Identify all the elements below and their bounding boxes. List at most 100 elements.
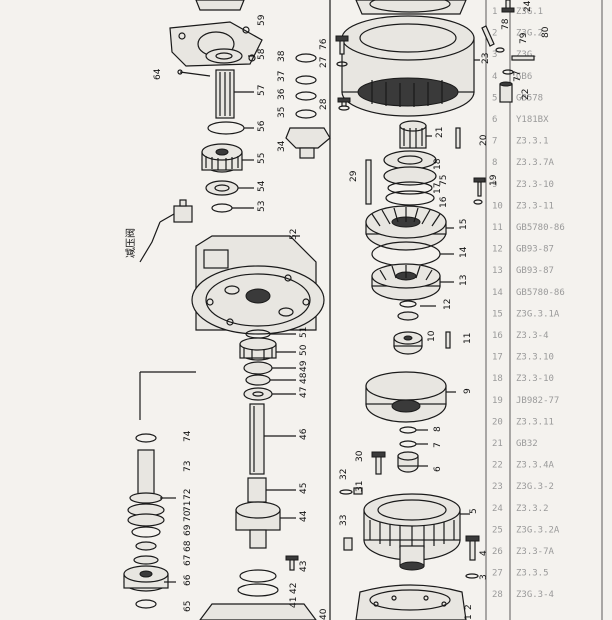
callout-33: 33 xyxy=(339,515,349,526)
callout-20: 20 xyxy=(479,134,489,146)
bg-table-index: 24 xyxy=(492,504,503,514)
key-78 xyxy=(481,25,495,47)
callout-72: 72 xyxy=(183,489,193,500)
shaft-46 xyxy=(249,403,265,475)
main-housing-52 xyxy=(191,235,325,335)
callout-10: 10 xyxy=(427,330,437,342)
bearing-18 xyxy=(383,150,437,170)
bearing-49 xyxy=(243,361,273,375)
callout-50: 50 xyxy=(299,344,309,356)
callout-41: 41 xyxy=(289,597,299,608)
spacer-48 xyxy=(245,374,271,386)
bg-table-code: Z3.3.5 xyxy=(516,569,549,579)
callout-47: 47 xyxy=(299,387,309,398)
bg-table-index: 2 xyxy=(492,29,497,39)
ring-36 xyxy=(295,91,317,101)
callout-45: 45 xyxy=(299,483,309,494)
bg-table-code: Z3.3-11 xyxy=(516,201,554,211)
bg-table-code: Z3G.3.2A xyxy=(516,525,560,535)
bg-table-code: Z3G.3-4 xyxy=(516,590,554,600)
plug-31 xyxy=(353,487,363,495)
bg-table-code: Z3G.3-2 xyxy=(516,482,554,492)
bearing-70 xyxy=(127,513,165,527)
callout-34: 34 xyxy=(277,140,287,152)
bolt-19 xyxy=(477,181,482,197)
ring-37 xyxy=(295,75,317,85)
bearing-54 xyxy=(205,180,239,196)
callout-14: 14 xyxy=(459,246,469,258)
callout-80: 80 xyxy=(541,26,551,38)
callout-58: 58 xyxy=(257,48,267,60)
bg-table-index: 3 xyxy=(492,50,497,60)
right-assembly xyxy=(335,0,535,620)
circlip-56 xyxy=(207,121,245,135)
pin-64 xyxy=(179,71,211,77)
bg-table-index: 17 xyxy=(492,353,503,363)
washer-3 xyxy=(465,573,479,579)
bg-table-code: Z3.3-10 xyxy=(516,374,554,384)
bg-table-index: 9 xyxy=(492,180,497,190)
bg-table-index: 1 xyxy=(492,7,497,17)
bolt-76 xyxy=(339,39,345,55)
callout-71: 71 xyxy=(183,501,193,512)
bg-table-code: Z3.3-7A xyxy=(516,547,555,557)
ring-75 xyxy=(387,181,433,195)
callout-43: 43 xyxy=(299,561,309,572)
callout-1: 1 xyxy=(464,614,474,620)
cover-34 xyxy=(285,127,331,149)
ring-77 xyxy=(502,69,514,75)
seal-72 xyxy=(129,492,163,504)
bg-table-index: 10 xyxy=(492,201,503,211)
bg-table-code: Z3.3.11 xyxy=(516,417,554,427)
callout-36: 36 xyxy=(277,88,287,100)
bg-table-code: Z3.3.7A xyxy=(516,158,555,168)
callout-57: 57 xyxy=(257,85,267,96)
callout-78: 78 xyxy=(501,18,511,30)
bolt-4 xyxy=(469,539,476,561)
callout-29: 29 xyxy=(349,170,359,182)
washer-67 xyxy=(133,555,159,565)
relief-valve-body xyxy=(173,205,193,223)
gear-10 xyxy=(393,331,423,355)
left-assembly xyxy=(123,0,331,620)
bg-table-code: Z3.3-4 xyxy=(516,331,549,341)
callout-70: 70 xyxy=(183,510,193,522)
pin-11 xyxy=(445,331,451,349)
callout-27: 27 xyxy=(319,57,329,68)
callout-46: 46 xyxy=(299,428,309,440)
callout-42: 42 xyxy=(289,583,299,594)
housing-40 xyxy=(199,603,317,620)
bg-table-code: Z3G.3.1A xyxy=(516,309,560,319)
callout-74: 74 xyxy=(183,430,193,442)
bg-table-code: GB578 xyxy=(516,93,543,103)
bg-table-index: 16 xyxy=(492,331,503,341)
callout-59: 59 xyxy=(257,14,267,26)
callout-37: 37 xyxy=(277,71,287,82)
background-parts-table: 1234567891011121314151617181920212223242… xyxy=(485,0,603,620)
hub-5 xyxy=(363,493,461,571)
bg-table-code: Z3.3.1 xyxy=(516,137,549,147)
bg-table-code: GB6 xyxy=(516,72,532,82)
bearing-17 xyxy=(383,166,437,186)
callout-32: 32 xyxy=(339,469,349,480)
ring-65 xyxy=(135,599,157,609)
cover-9 xyxy=(365,371,447,423)
bg-table-index: 18 xyxy=(492,374,503,384)
bg-table-index: 13 xyxy=(492,266,503,276)
callout-6: 6 xyxy=(433,466,443,472)
callout-68: 68 xyxy=(183,540,193,552)
bg-table-code: Z3.3.2 xyxy=(516,504,549,514)
callout-7: 7 xyxy=(433,442,443,448)
bg-table-index: 21 xyxy=(492,439,503,449)
callout-18: 18 xyxy=(433,158,443,170)
callout-56: 56 xyxy=(257,120,267,132)
bg-table-index: 14 xyxy=(492,288,503,298)
ring-7 xyxy=(399,440,417,448)
callout-69: 69 xyxy=(183,524,193,536)
ring-27 xyxy=(336,61,348,67)
callout-15: 15 xyxy=(459,219,469,230)
bolt-30 xyxy=(375,455,382,475)
plug-22 xyxy=(499,83,513,103)
